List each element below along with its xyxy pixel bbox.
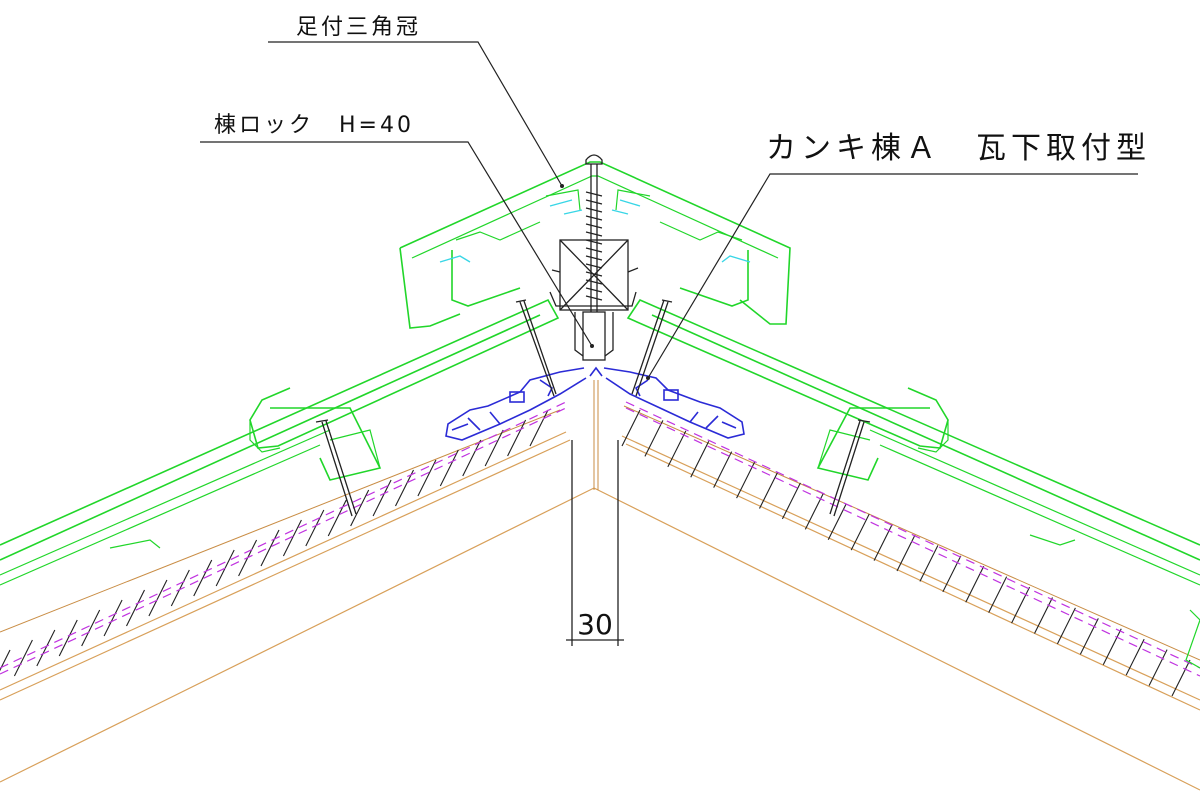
sheathing-hatch-left — [0, 409, 549, 677]
dimension-value: 30 — [577, 608, 613, 641]
label-product: カンキ棟Ａ 瓦下取付型 — [766, 131, 1151, 166]
ridge-vent-right — [589, 366, 745, 439]
nail-right-lower — [829, 419, 871, 517]
sheathing-hatch-right — [621, 409, 1191, 697]
label-ridge-lock: 棟ロック H=40 — [214, 113, 414, 138]
roof-tiles-left — [0, 298, 560, 586]
nail-left-lower — [315, 419, 357, 517]
roof-structure — [0, 380, 1200, 791]
ridge-cap — [399, 161, 791, 329]
ridge-vent-left — [445, 367, 587, 441]
nail-left-upper — [515, 299, 557, 397]
roof-tiles-right — [626, 298, 1200, 669]
dimension-30: 30 — [566, 440, 624, 646]
nail-right-upper — [631, 299, 673, 397]
ridge-lock-bracket — [549, 239, 639, 361]
callouts: 足付三角冠 棟ロック H=40 カンキ棟Ａ 瓦下取付型 — [200, 15, 1151, 380]
ridge-screw — [585, 154, 603, 312]
underlay-membrane — [0, 401, 1200, 677]
label-ridge-cap: 足付三角冠 — [296, 15, 421, 40]
